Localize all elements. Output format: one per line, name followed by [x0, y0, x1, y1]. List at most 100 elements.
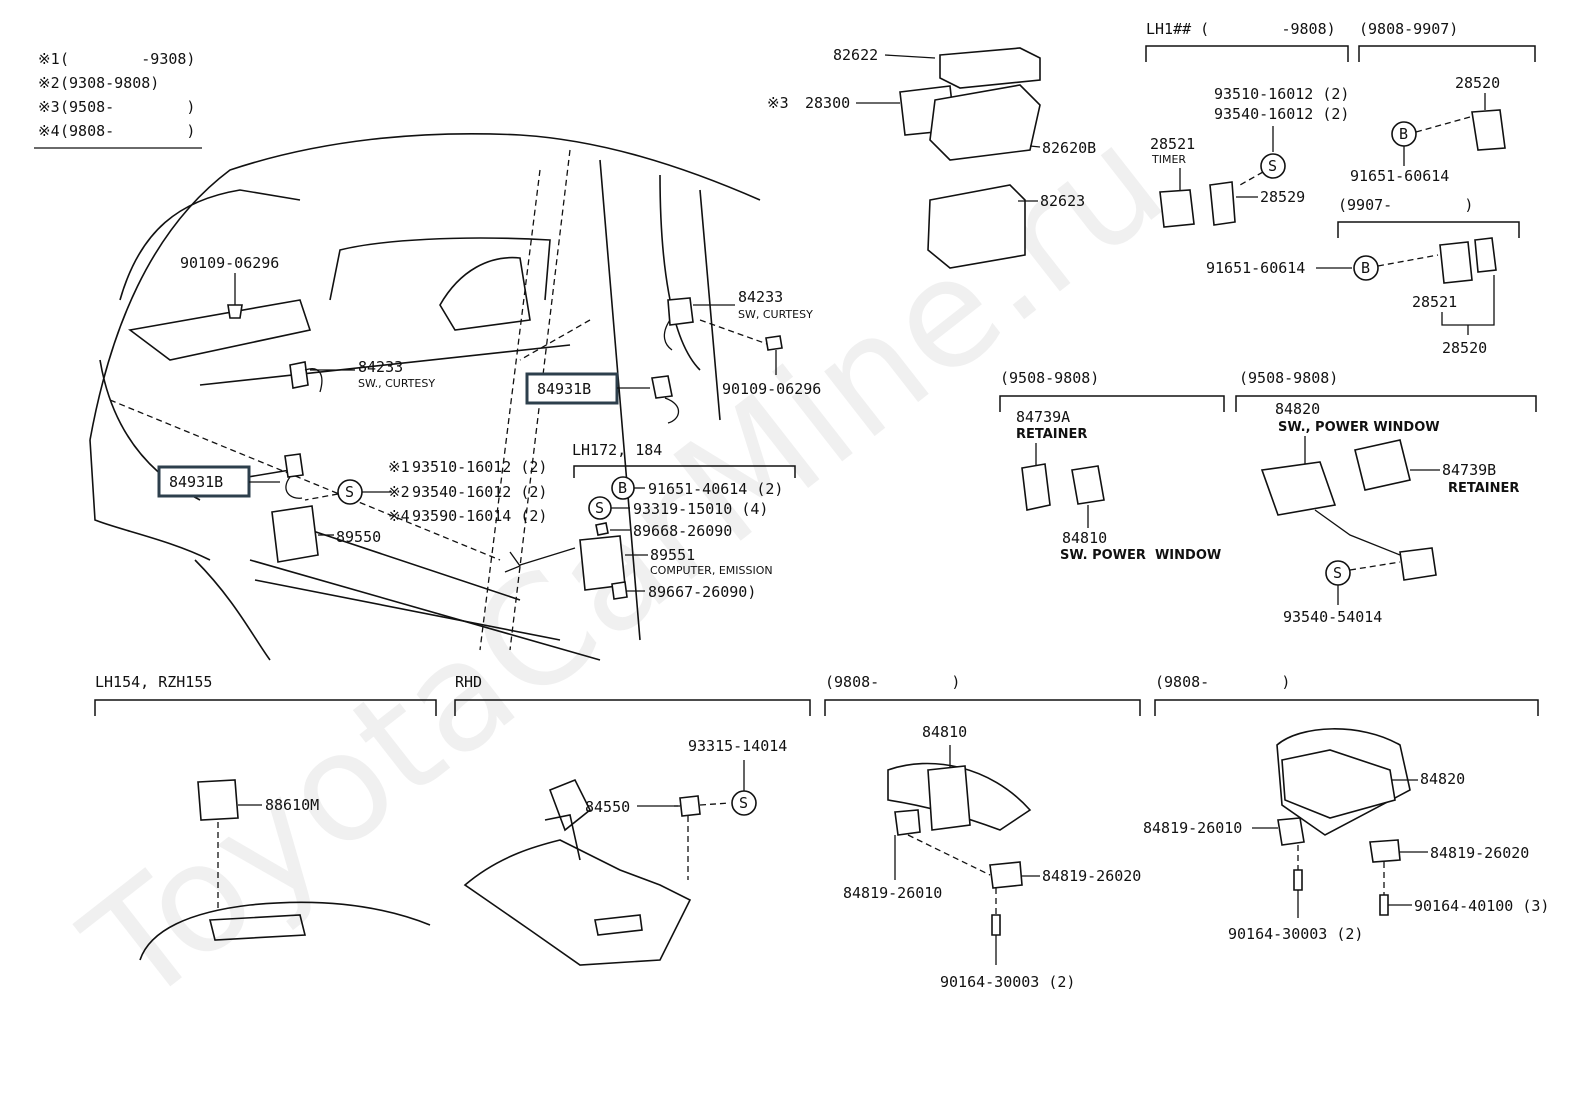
switch-84550 [679, 795, 701, 817]
switch-84810-a [1071, 465, 1105, 505]
label-93540-54014: 93540-54014 [1283, 608, 1382, 626]
bracket-lh172: LH172, 184 [572, 441, 796, 478]
switch-84810-b [927, 765, 971, 831]
mark-2: ※2 [388, 483, 410, 501]
switch-84233-a [289, 361, 309, 389]
label-sw-curtesy-a: SW., CURTESY [358, 377, 435, 390]
bracket-9508-a: (9508-9808) [999, 369, 1225, 412]
symbol-b-2-text: B [1361, 259, 1370, 277]
highlight-84931b-b[interactable] [157, 465, 251, 498]
label-93540-b: 93540-16012 (2) [412, 483, 547, 501]
bracket-28529 [1209, 181, 1236, 226]
symbol-s-timer-text: S [1268, 157, 1277, 175]
screw-90164-b [1293, 869, 1303, 891]
section-label-9907: (9907- ) [1338, 196, 1473, 214]
symbol-s-93540-text: S [1333, 564, 1342, 582]
screw-90164-a [991, 914, 1001, 936]
sensor-84931b-a [651, 375, 673, 399]
clip-89668 [595, 522, 609, 536]
label-84819-26020-a: 84819-26020 [1042, 867, 1141, 885]
part-28520-b [1474, 237, 1497, 273]
symbol-s-89550-text: S [345, 483, 354, 501]
bracket-rhd: RHD [454, 673, 811, 716]
bracket-lh154: LH154, RZH155 [94, 673, 437, 716]
legend-mark-4: ※4 [38, 122, 60, 140]
label-28521-b: 28521 [1412, 293, 1457, 311]
mark-1: ※1 [388, 458, 410, 476]
label-93540-a: 93540-16012 (2) [1214, 105, 1349, 123]
label-84931b-a[interactable]: 84931B [537, 380, 591, 398]
legend: ※1 ( -9308) ※2 (9308-9808) ※3 (9508- ) ※… [34, 50, 202, 149]
label-84820-b: 84820 [1420, 770, 1465, 788]
symbol-s-timer [1260, 153, 1286, 179]
label-84931b-b[interactable]: 84931B [169, 473, 223, 491]
section-label-lh154: LH154, RZH155 [95, 673, 212, 691]
label-90109-a: 90109-06296 [180, 254, 279, 272]
label-84819-26010-a: 84819-26010 [843, 884, 942, 902]
label-timer: TIMER [1151, 153, 1186, 166]
section-label-9808-a: (9808- ) [825, 673, 960, 691]
label-91651-a: 91651-60614 [1350, 167, 1449, 185]
label-91651-b: 91651-60614 [1206, 259, 1305, 277]
computer-89551 [579, 535, 626, 591]
clip-89667 [611, 581, 628, 600]
bolt-90109-a [227, 304, 243, 319]
symbol-s-89551-text: S [595, 499, 604, 517]
label-84810-b: 84810 [922, 723, 967, 741]
switch-84820-b [1281, 749, 1396, 819]
bracket-9808-9907: (9808-9907) [1358, 20, 1536, 62]
sensor-84931b-b [284, 453, 304, 478]
symbol-b-2 [1353, 255, 1379, 281]
bracket-9508-b: (9508-9808) [1235, 369, 1537, 412]
timer-part [1159, 189, 1195, 228]
label-28300-mark: ※3 [767, 94, 789, 112]
bracket-9808-b: (9808- ) [1154, 673, 1539, 716]
clip-84819-26010-a [894, 809, 921, 836]
label-retainer-a: RETAINER [1016, 427, 1087, 442]
connector-93540 [1399, 547, 1437, 581]
highlight-84931b-a[interactable] [525, 372, 619, 405]
section-label-rhd: RHD [455, 673, 482, 691]
label-89668: 89668-26090 [633, 522, 732, 540]
switch-84820-a [1260, 461, 1337, 516]
label-sw-power-window-a: SW. POWER WINDOW [1060, 548, 1221, 563]
label-84550: 84550 [585, 798, 630, 816]
retainer-84739b [1354, 439, 1411, 491]
legend-range-3: (9508- ) [60, 98, 195, 116]
label-82622: 82622 [833, 46, 878, 64]
section-label-9508-b: (9508-9808) [1239, 369, 1338, 387]
bolt-90109-b [765, 335, 783, 351]
symbol-s-84550-text: S [739, 794, 748, 812]
label-84739a: 84739A [1016, 408, 1070, 426]
screw-90164-40100 [1379, 894, 1389, 916]
clip-84819-26010-b [1277, 817, 1305, 846]
part-28520-a [1471, 109, 1506, 151]
retainer-84739a [1021, 463, 1051, 511]
bracket-lh1: LH1## ( -9808) [1145, 20, 1349, 62]
label-84820-a: 84820 [1275, 400, 1320, 418]
label-84819-26010-b: 84819-26010 [1143, 819, 1242, 837]
label-90164-40100: 90164-40100 (3) [1414, 897, 1549, 915]
legend-mark-2: ※2 [38, 74, 60, 92]
label-82620b: 82620B [1042, 139, 1096, 157]
label-93315: 93315-14014 [688, 737, 787, 755]
bracket-9907: (9907- ) [1337, 196, 1520, 238]
section-label-lh172: LH172, 184 [572, 441, 662, 459]
label-28529: 28529 [1260, 188, 1305, 206]
computer-89550 [271, 505, 319, 563]
label-93590: 93590-16014 (2) [412, 507, 547, 525]
label-90164-30003-b: 90164-30003 (2) [1228, 925, 1363, 943]
label-82623: 82623 [1040, 192, 1085, 210]
label-28300: 28300 [805, 94, 850, 112]
label-93510-a: 93510-16012 (2) [1214, 85, 1349, 103]
legend-mark-3: ※3 [38, 98, 60, 116]
label-84739b: 84739B [1442, 461, 1496, 479]
legend-range-4: (9808- ) [60, 122, 195, 140]
console-shifter [548, 778, 592, 832]
clip-84819-26020-b [1369, 839, 1401, 863]
label-sw-curtesy-b: SW, CURTESY [738, 308, 813, 321]
label-retainer-b: RETAINER [1448, 481, 1519, 496]
switch-84233-b [667, 297, 694, 326]
bracket-9808-a: (9808- ) [824, 673, 1141, 716]
